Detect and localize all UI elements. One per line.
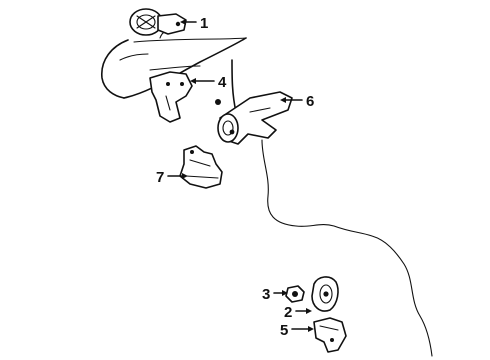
part-5-bracket <box>313 317 347 353</box>
arrow-head-6 <box>280 97 286 103</box>
callout-5: 5 <box>280 322 314 339</box>
arrow-head-2 <box>306 308 312 314</box>
callout-4: 4 <box>190 74 227 91</box>
arrow-head-5 <box>308 326 314 332</box>
part-7-insulator <box>179 145 223 189</box>
part-6-transmission-mount <box>215 91 293 145</box>
engine-block-outline <box>101 27 433 357</box>
callout-6: 6 <box>280 93 314 110</box>
callout-label-3: 3 <box>262 286 270 303</box>
arrow-head-4 <box>190 78 196 84</box>
arrow-head-1 <box>180 19 186 25</box>
callout-1: 1 <box>180 15 208 32</box>
part-3-nut <box>285 285 305 303</box>
callout-7: 7 <box>156 169 188 186</box>
callout-label-7: 7 <box>156 169 164 186</box>
callout-label-1: 1 <box>200 15 208 32</box>
callout-3: 3 <box>262 286 288 303</box>
callout-label-4: 4 <box>218 74 227 91</box>
arrow-head-3 <box>282 290 288 296</box>
part-4-bracket <box>149 71 193 123</box>
callout-label-6: 6 <box>306 93 314 110</box>
part-2-rear-mount <box>311 276 339 312</box>
callout-label-2: 2 <box>284 304 292 321</box>
part-1-mount <box>129 8 187 36</box>
arrow-head-7 <box>182 173 188 179</box>
callout-2: 2 <box>284 304 312 321</box>
callout-label-5: 5 <box>280 322 288 339</box>
